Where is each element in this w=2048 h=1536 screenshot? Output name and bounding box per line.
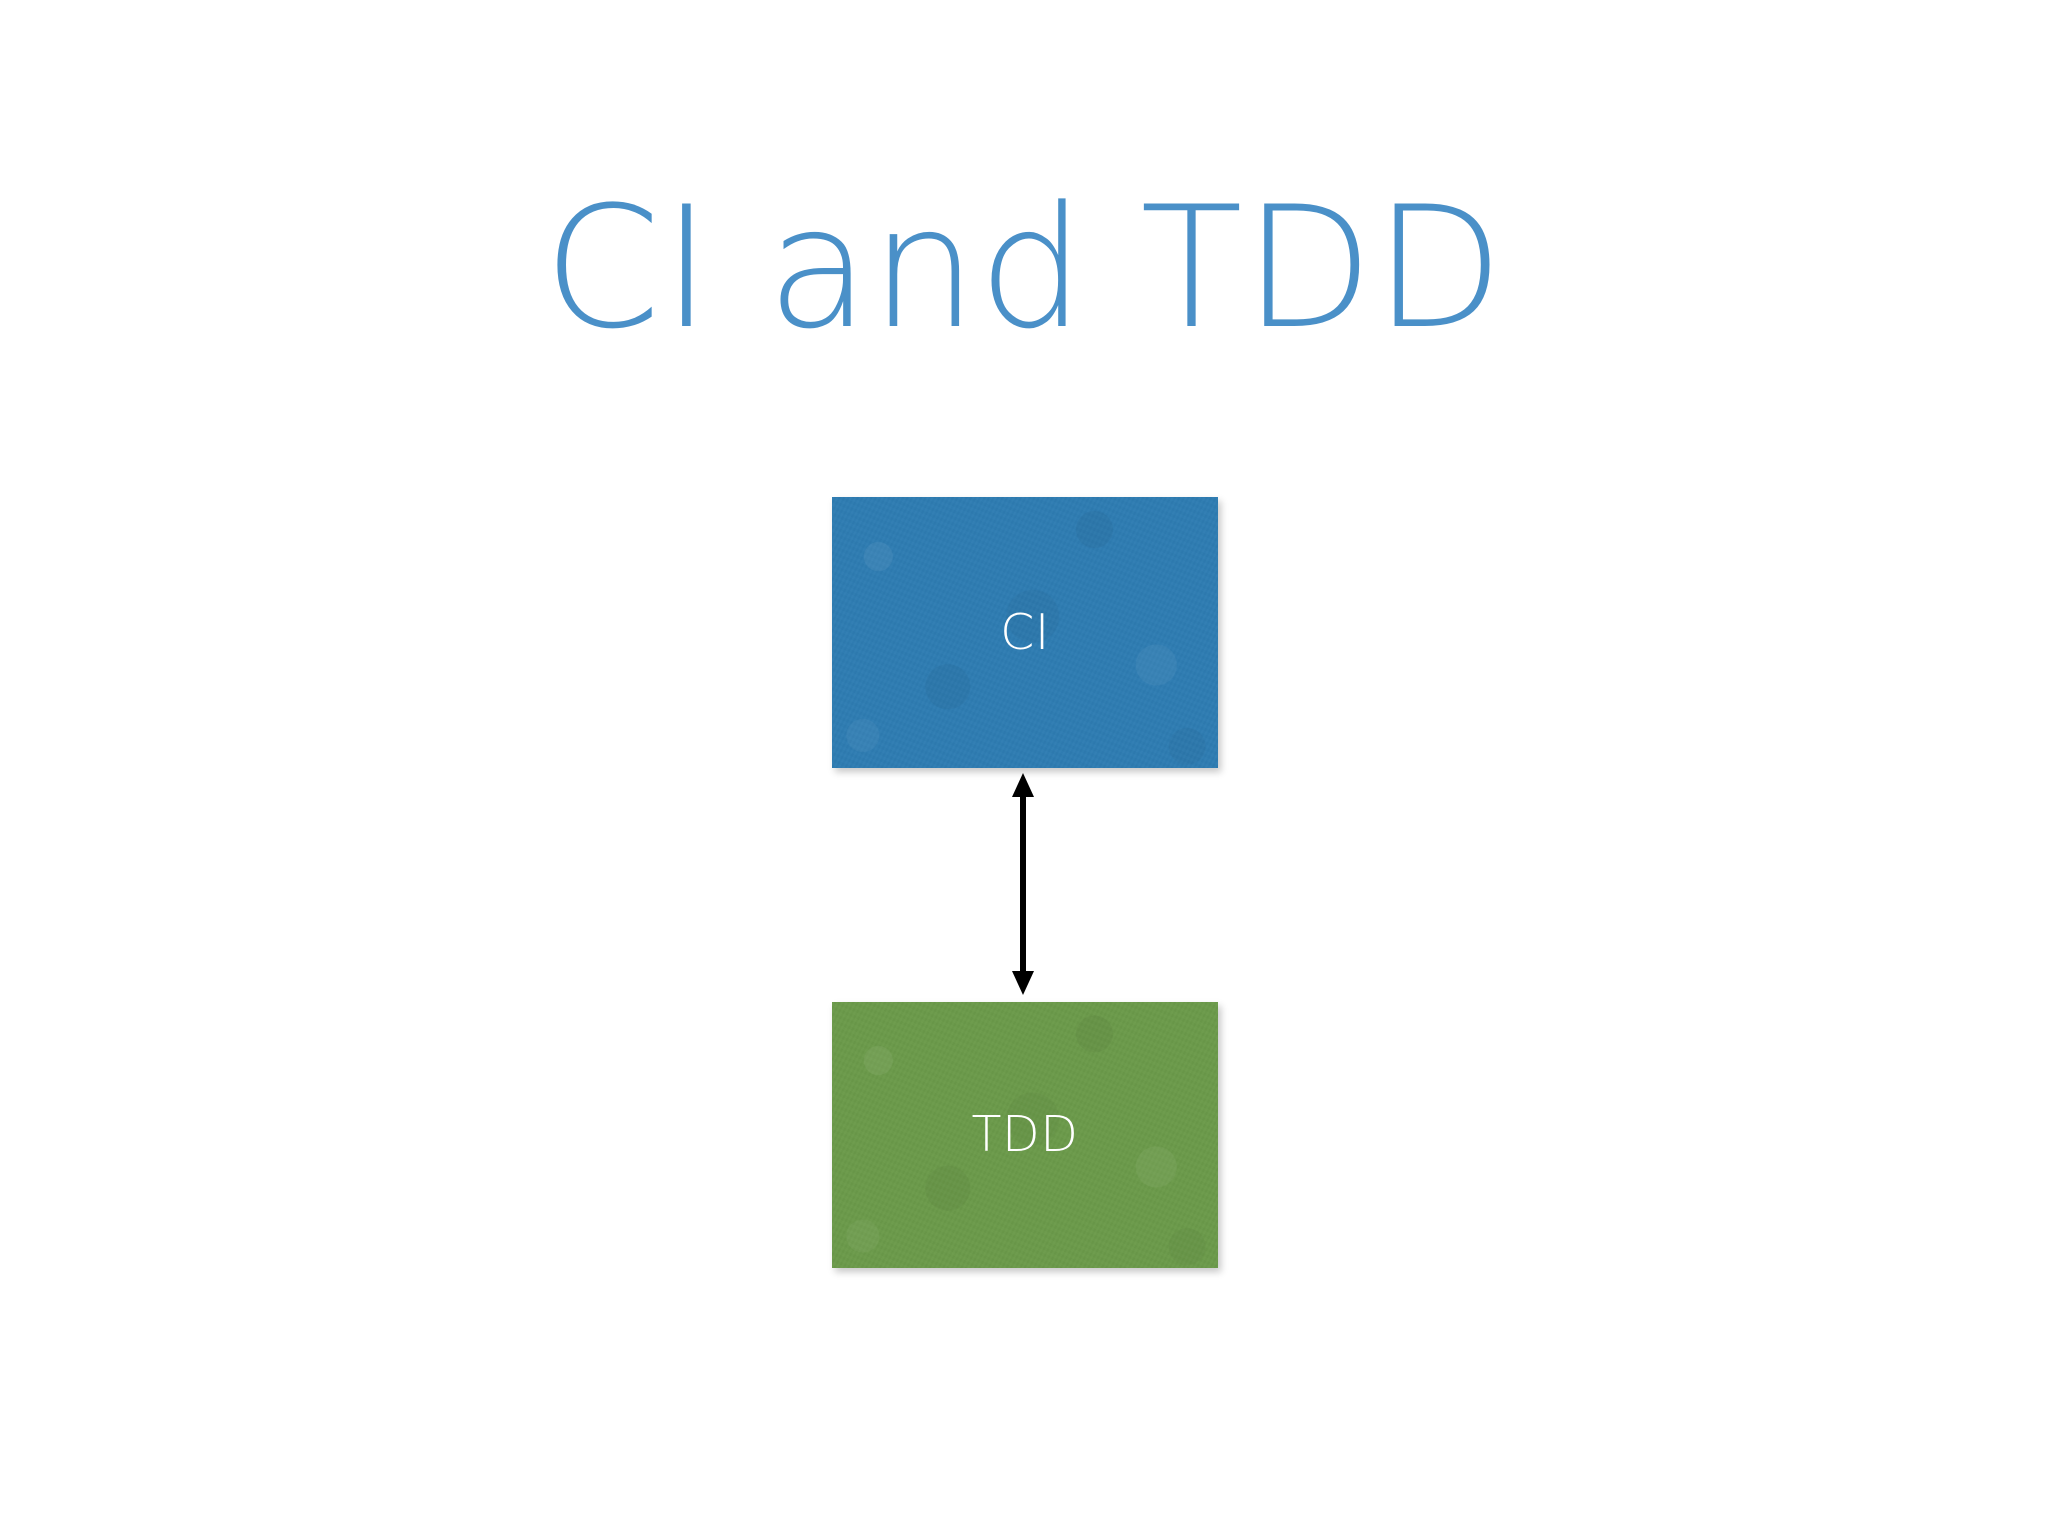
page-title: CI and TDD bbox=[543, 170, 1505, 366]
double-arrow-svg bbox=[1012, 773, 1034, 995]
diagram-node-ci[interactable]: CI bbox=[832, 497, 1218, 768]
double-arrow-icon bbox=[983, 765, 1063, 1005]
diagram-node-ci-label: CI bbox=[1000, 603, 1050, 661]
diagram-node-tdd[interactable]: TDD bbox=[832, 1002, 1218, 1268]
diagram-node-tdd-label: TDD bbox=[971, 1106, 1079, 1163]
